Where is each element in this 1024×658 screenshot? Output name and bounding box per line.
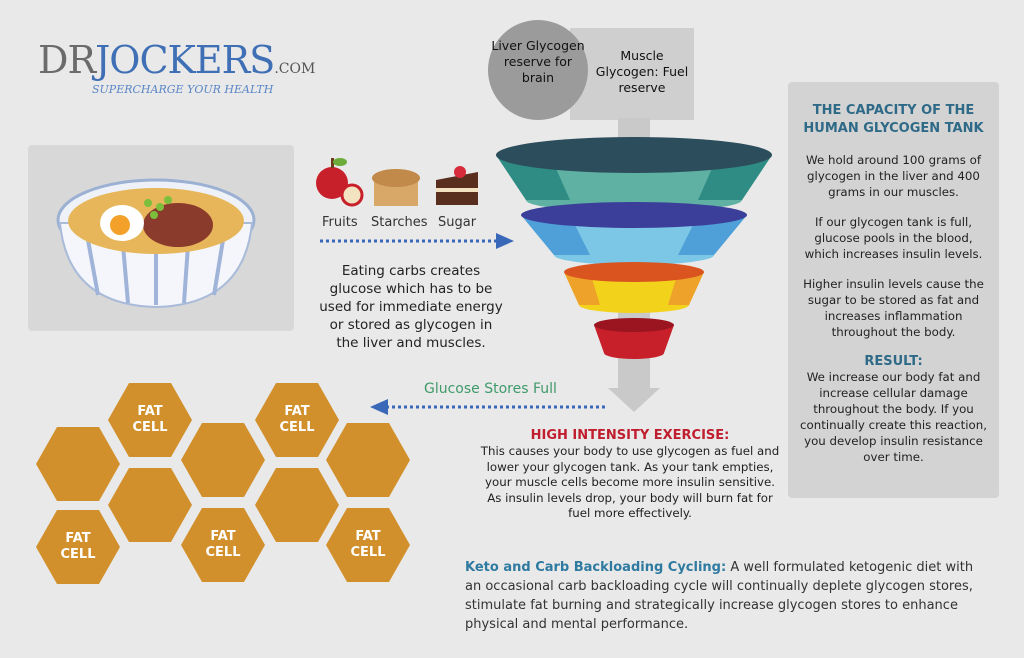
eating-carbs-text: Eating carbs creates glucose which has t… [319, 263, 503, 351]
keto-paragraph: Keto and Carb Backloading Cycling: A wel… [465, 558, 975, 634]
exercise-section: HIGH INTENSITY EXERCISE: This causes you… [480, 428, 780, 522]
glucose-stores-full-label: Glucose Stores Full [424, 381, 557, 397]
bread-icon [372, 169, 420, 206]
result-title: RESULT: [864, 354, 923, 369]
exercise-text: This causes your body to use glycogen as… [480, 444, 780, 520]
fat-cell [36, 427, 120, 501]
ramen-bowl-icon [56, 178, 256, 309]
apple-icon [316, 158, 364, 207]
capacity-p2: If our glycogen tank is full, glucose po… [804, 215, 983, 261]
muscle-glycogen-label: Muscle Glycogen: Fuel reserve [570, 28, 694, 120]
capacity-title: THE CAPACITY OF THE HUMAN GLYCOGEN TANK [803, 103, 984, 136]
logo: DRJOCKERS.COM SUPERCHARGE YOUR HEALTH [38, 38, 315, 96]
fat-cell [255, 468, 339, 542]
exercise-title: HIGH INTENSITY EXERCISE: [530, 428, 730, 443]
food-label-fruits: Fruits [322, 215, 358, 230]
fat-cell [326, 423, 410, 497]
funnel-tier-4 [594, 318, 674, 359]
keto-text: A well formulated ketogenic diet with an… [465, 560, 974, 632]
glycogen-capacity-panel: THE CAPACITY OF THE HUMAN GLYCOGEN TANK … [788, 82, 999, 498]
keto-title: Keto and Carb Backloading Cycling: [465, 560, 727, 575]
logo-jockers: JOCKERS [95, 38, 275, 82]
food-icons [316, 158, 478, 207]
down-arrow-icon [608, 388, 660, 412]
capacity-p1: We hold around 100 grams of glycogen in … [805, 153, 981, 199]
logo-dr: DR [38, 38, 96, 82]
fat-cell [181, 423, 265, 497]
glycogen-funnel [496, 118, 772, 412]
funnel-tier-2 [521, 202, 747, 265]
arrow-right-icon [320, 233, 514, 249]
cake-icon [436, 166, 478, 205]
capacity-p3: Higher insulin levels cause the sugar to… [803, 277, 984, 339]
result-text: We increase our body fat and increase ce… [800, 370, 987, 464]
fat-cell [108, 468, 192, 542]
logo-com: .COM [274, 61, 316, 77]
liver-glycogen-label: Liver Glycogen reserve for brain [488, 20, 588, 120]
food-label-starches: Starches [371, 215, 428, 230]
funnel-tier-3 [564, 262, 704, 313]
ramen-bowl-image [28, 145, 294, 331]
arrow-left-icon [370, 399, 608, 415]
food-label-sugar: Sugar [438, 215, 477, 230]
funnel-tier-1 [496, 137, 772, 212]
logo-tagline: SUPERCHARGE YOUR HEALTH [92, 83, 274, 96]
